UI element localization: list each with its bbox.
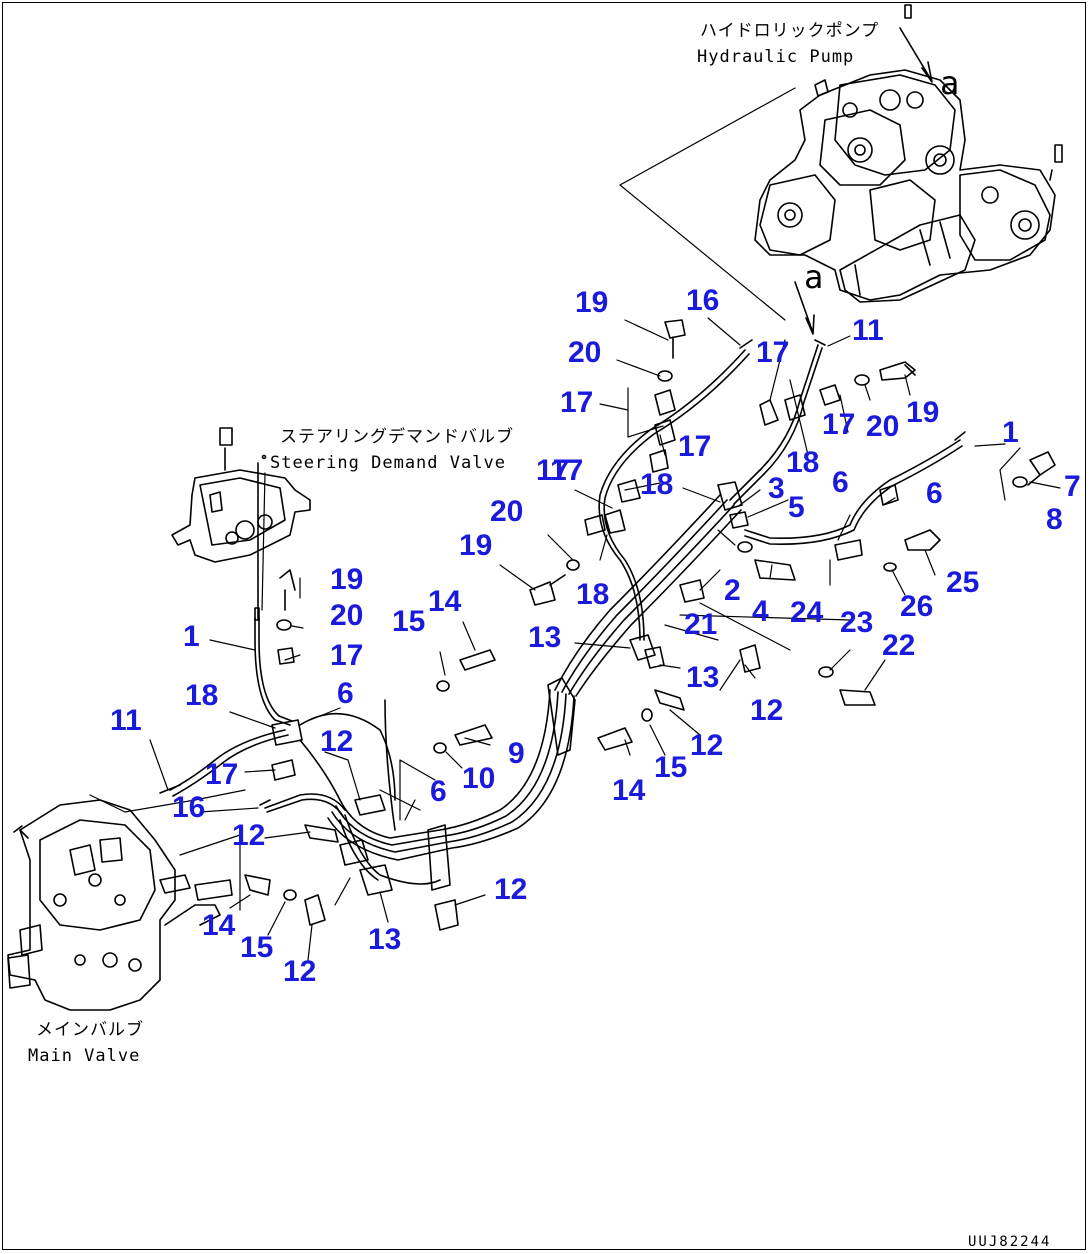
callout-17: 17 <box>756 336 790 369</box>
view-arrows <box>794 27 933 335</box>
main-valve-label-jp: メインバルブ <box>36 1020 144 1040</box>
clamps-and-fittings <box>159 319 1056 931</box>
callout-4: 4 <box>752 595 769 628</box>
callout-11: 11 <box>110 704 142 737</box>
callout-17: 17 <box>205 758 239 791</box>
callout-18: 18 <box>576 578 610 611</box>
callout-21: 21 <box>684 608 718 641</box>
callout-8: 8 <box>1046 503 1063 536</box>
callout-12: 12 <box>320 725 354 758</box>
steering-label-en: Steering Demand Valve <box>270 453 506 473</box>
callout-6: 6 <box>430 775 447 808</box>
callout-14: 14 <box>612 774 646 807</box>
callout-20: 20 <box>568 336 602 369</box>
callout-19: 19 <box>906 396 940 429</box>
callout-2: 2 <box>724 574 741 607</box>
callout-16: 16 <box>172 791 206 824</box>
callout-20: 20 <box>866 410 900 443</box>
callout-5: 5 <box>788 491 805 524</box>
callout-16: 16 <box>686 284 720 317</box>
callout-24: 24 <box>790 596 824 629</box>
callout-20: 20 <box>490 495 524 528</box>
hydraulic-pump-drawing <box>754 4 1063 303</box>
callout-12: 12 <box>283 955 317 988</box>
callout-12: 12 <box>690 729 724 762</box>
pump-label-en: Hydraulic Pump <box>697 47 855 67</box>
callout-3: 3 <box>768 472 785 505</box>
callout-26: 26 <box>900 590 934 623</box>
pump-label-jp: ハイドロリックポンプ <box>700 21 880 41</box>
callout-6: 6 <box>832 466 849 499</box>
steering-valve-drawing <box>171 427 311 621</box>
callout-19: 19 <box>575 286 609 319</box>
callout-18: 18 <box>786 446 820 479</box>
main-valve-label-en: Main Valve <box>28 1046 141 1066</box>
callout-18: 18 <box>185 679 219 712</box>
callout-19: 19 <box>459 529 493 562</box>
callout-17: 17 <box>822 408 856 441</box>
leader-lines <box>89 87 1061 961</box>
steering-label-jp: ステアリングデマンドバルブ <box>280 427 514 447</box>
callout-25: 25 <box>946 566 980 599</box>
callout-13: 13 <box>368 923 402 956</box>
callout-7: 7 <box>1064 470 1081 503</box>
callout-12: 12 <box>494 873 528 906</box>
callout-13: 13 <box>686 661 720 694</box>
callout-1: 1 <box>183 620 200 653</box>
callout-18: 18 <box>640 468 674 501</box>
view-mark-a-mid: a <box>804 258 824 296</box>
callout-14: 14 <box>428 585 462 618</box>
callout-17: 17 <box>330 639 364 672</box>
callout-15: 15 <box>654 751 688 784</box>
callout-13: 13 <box>528 621 562 654</box>
view-mark-a-top: a <box>940 64 960 102</box>
callout-15: 15 <box>240 931 274 964</box>
callout-14: 14 <box>202 909 236 942</box>
callout-12: 12 <box>232 819 266 852</box>
callout-6: 6 <box>337 677 354 710</box>
callout-17: 17 <box>550 454 584 487</box>
callout-23: 23 <box>840 606 874 639</box>
callout-19: 19 <box>330 563 364 596</box>
callout-17: 17 <box>678 430 712 463</box>
callout-17: 17 <box>560 386 594 419</box>
callout-11: 11 <box>852 314 884 347</box>
callout-15: 15 <box>392 605 426 638</box>
callout-20: 20 <box>330 599 364 632</box>
callout-10: 10 <box>462 762 496 795</box>
callout-12: 12 <box>750 694 784 727</box>
callout-1: 1 <box>1002 416 1019 449</box>
drawing-code: UUJ82244 <box>968 1234 1052 1250</box>
callout-17: 17 <box>536 454 570 487</box>
callout-6: 6 <box>926 477 943 510</box>
main-valve-drawing <box>7 799 221 1011</box>
callout-9: 9 <box>508 737 525 770</box>
callout-22: 22 <box>882 629 916 662</box>
